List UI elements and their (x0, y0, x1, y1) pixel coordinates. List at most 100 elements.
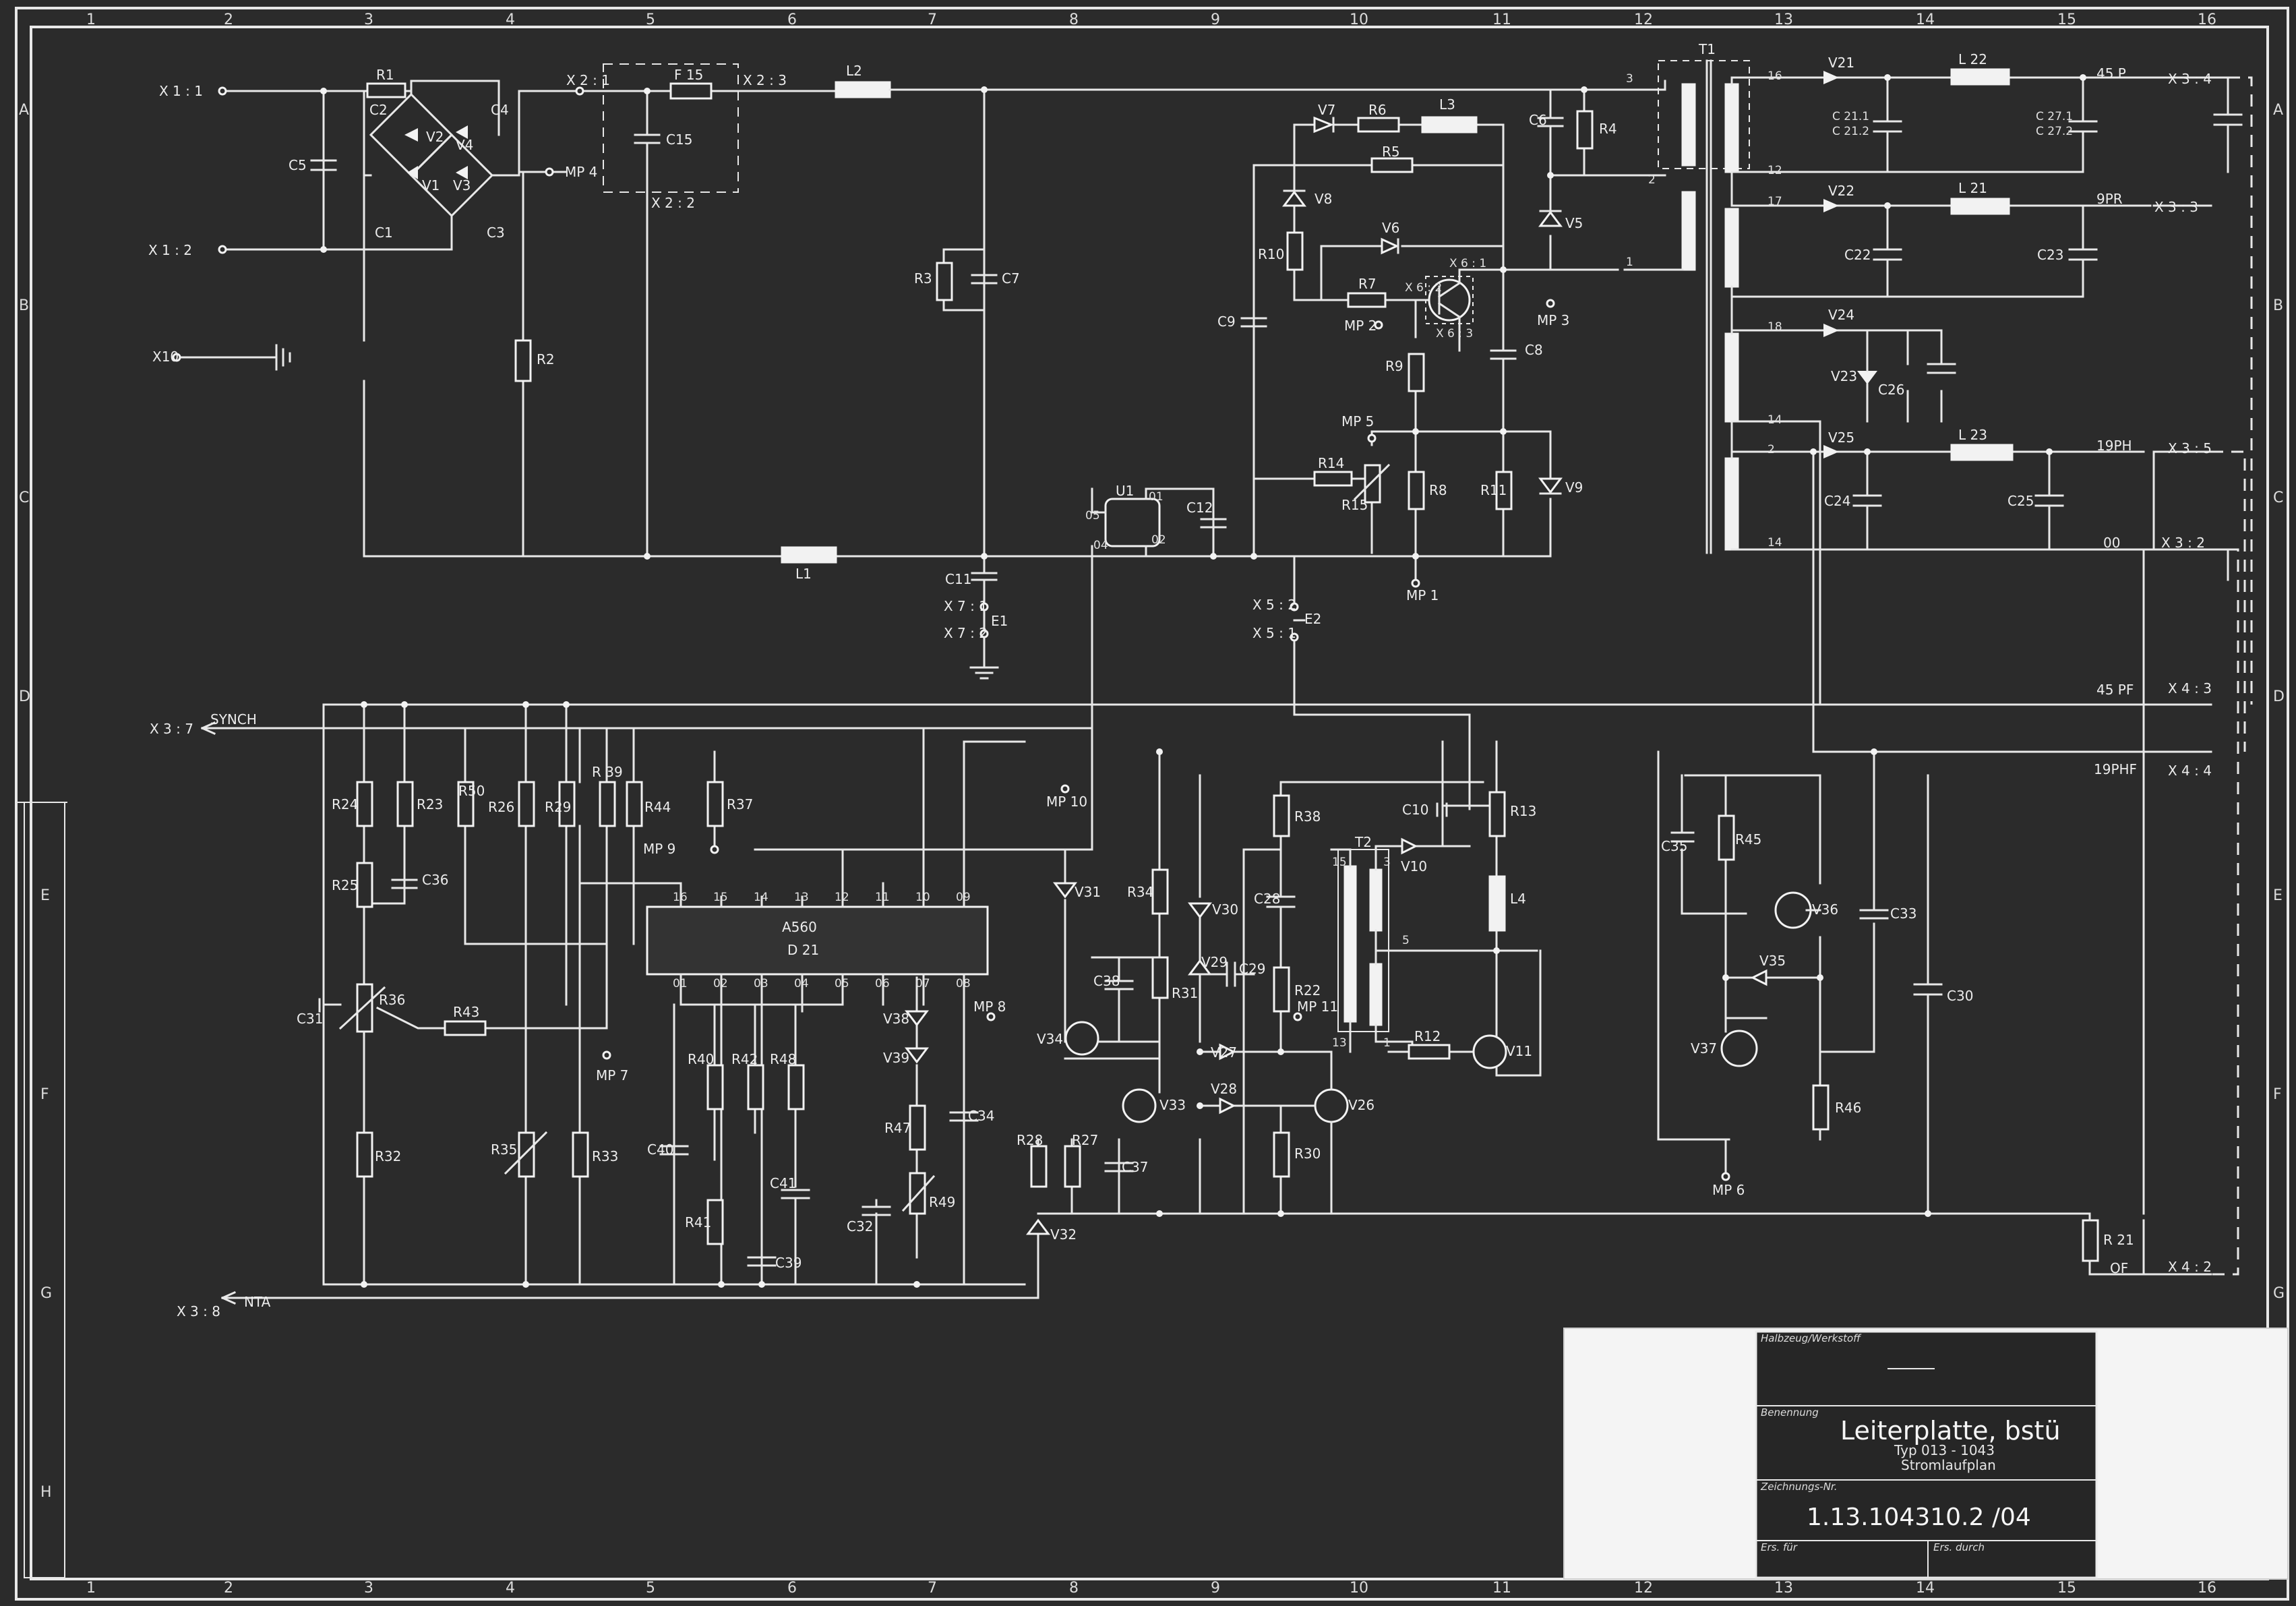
label-r1: R1 (376, 67, 394, 83)
svg-text:D: D (19, 688, 30, 705)
drawing-frame (15, 7, 2289, 1601)
transistor-v36 (1774, 891, 1812, 929)
diode-v10 (1401, 837, 1418, 855)
label-r12: R12 (1414, 1028, 1441, 1044)
label-c272: C 27.2 (2036, 125, 2073, 138)
resistor-r10 (1286, 231, 1304, 271)
label-r21: R 21 (2103, 1232, 2134, 1248)
diode-v21 (1823, 71, 1839, 84)
test-point-mp9: MP 9 (643, 841, 675, 857)
svg-text:B: B (19, 297, 29, 314)
diode-v35 (1750, 969, 1768, 986)
resistor-r36 (356, 983, 373, 1033)
label-r23: R23 (417, 796, 443, 812)
resistor-r46 (1812, 1084, 1830, 1131)
label-c36: C36 (422, 872, 448, 888)
label-r36: R36 (379, 992, 405, 1008)
grid-columns-bottom: 1 2 3 4 5 6 7 8 9 10 11 12 13 14 15 16 (86, 1580, 2216, 1597)
label-l1: L1 (795, 566, 812, 582)
transistor-v11 (1472, 1034, 1507, 1069)
label-r22: R22 (1294, 982, 1321, 999)
inductor-l21 (1950, 198, 2010, 215)
label-c9: C9 (1217, 314, 1236, 330)
diode-v4 (456, 125, 468, 139)
label-v36: V36 (1812, 901, 1838, 918)
transistor-v37 (1720, 1030, 1758, 1067)
resistor-r7 (1347, 292, 1387, 308)
label-r32: R32 (375, 1148, 401, 1164)
label-v9: V9 (1565, 479, 1583, 496)
test-point-mp5: MP 5 (1341, 413, 1374, 429)
connector-x12: X 1 : 2 (148, 242, 192, 258)
label-c39: C39 (775, 1255, 802, 1271)
title-block-type: Typ 013 - 1043 (1894, 1442, 1995, 1458)
label-l4: L4 (1510, 891, 1526, 907)
label-c271: C 27.1 (2036, 110, 2073, 123)
diode-v7 (1313, 116, 1335, 133)
label-e1: E1 (991, 613, 1008, 629)
resistor-r33 (572, 1131, 589, 1178)
svg-text:14: 14 (754, 891, 768, 904)
resistor-r30 (1273, 1131, 1290, 1178)
svg-text:17: 17 (1768, 195, 1782, 208)
resistor-r22 (1273, 966, 1290, 1013)
transistor-v33 (1122, 1088, 1157, 1123)
connector-x37: X 3 : 7 (150, 721, 193, 737)
diode-v39 (905, 1047, 929, 1064)
label-r42: R42 (731, 1051, 758, 1067)
connector-x21: X 2 : 1 (566, 72, 610, 88)
diode-v27 (1219, 1043, 1236, 1061)
svg-text:09: 09 (956, 891, 971, 904)
svg-text:12: 12 (1768, 164, 1782, 177)
diode-v2 (404, 128, 418, 142)
label-r34: R34 (1127, 884, 1153, 900)
svg-text:13: 13 (1332, 1036, 1347, 1050)
label-r30: R30 (1294, 1146, 1321, 1162)
svg-text:06: 06 (875, 977, 890, 990)
diode-v23 (1857, 371, 1877, 384)
connector-x43: X 4 : 3 (2168, 680, 2212, 696)
label-r14: R14 (1318, 455, 1344, 471)
resistor-r21 (2082, 1219, 2099, 1262)
net-19phf: 19PHF (2094, 761, 2137, 777)
inductor-l23 (1950, 444, 2014, 461)
svg-text:11: 11 (1492, 1580, 1511, 1597)
resistor-r15 (1364, 464, 1381, 504)
resistor-r5 (1370, 157, 1414, 173)
label-r25: R25 (332, 877, 358, 893)
label-c29: C29 (1239, 961, 1265, 977)
label-c28: C28 (1254, 891, 1280, 907)
label-r45: R45 (1735, 831, 1761, 847)
svg-text:14: 14 (1916, 1580, 1935, 1597)
svg-text:E: E (40, 887, 50, 904)
label-v30: V30 (1212, 901, 1238, 918)
label-c35: C35 (1661, 838, 1687, 854)
label-r9: R9 (1385, 358, 1403, 374)
svg-text:16: 16 (2198, 1580, 2216, 1597)
svg-text:12: 12 (835, 891, 849, 904)
winding-t2-s1 (1369, 868, 1383, 932)
connector-x61: X 6 : 1 (1449, 257, 1486, 270)
label-r40: R40 (688, 1051, 714, 1067)
svg-text:5: 5 (1402, 934, 1410, 947)
svg-text:05: 05 (1085, 509, 1100, 523)
label-r37: R37 (727, 796, 753, 812)
connector-x34: X 3 : 4 (2168, 71, 2212, 87)
label-c31: C31 (297, 1011, 323, 1027)
label-r44: R44 (644, 799, 671, 815)
label-v34: V34 (1037, 1031, 1063, 1047)
junction-dots (320, 74, 2086, 1288)
connector-x33: X 3 : 3 (2154, 199, 2198, 215)
resistor-r39 (599, 781, 616, 827)
resistor-r2 (514, 339, 532, 382)
connector-labels: X 1 : 1 X 1 : 2 X10 X 2 : 1 X 2 : 2 X 2 … (148, 71, 2212, 1319)
svg-text:04: 04 (1093, 539, 1108, 552)
svg-text:B: B (2273, 297, 2283, 314)
svg-text:10: 10 (915, 891, 930, 904)
label-v25: V25 (1828, 429, 1854, 446)
label-c33: C33 (1890, 905, 1916, 922)
net-of: OF (2110, 1260, 2128, 1276)
svg-text:16: 16 (2198, 11, 2216, 28)
resistor-r37 (706, 781, 724, 827)
title-block-drawing-no-label: Zeichnungs-Nr. (1760, 1481, 1837, 1493)
